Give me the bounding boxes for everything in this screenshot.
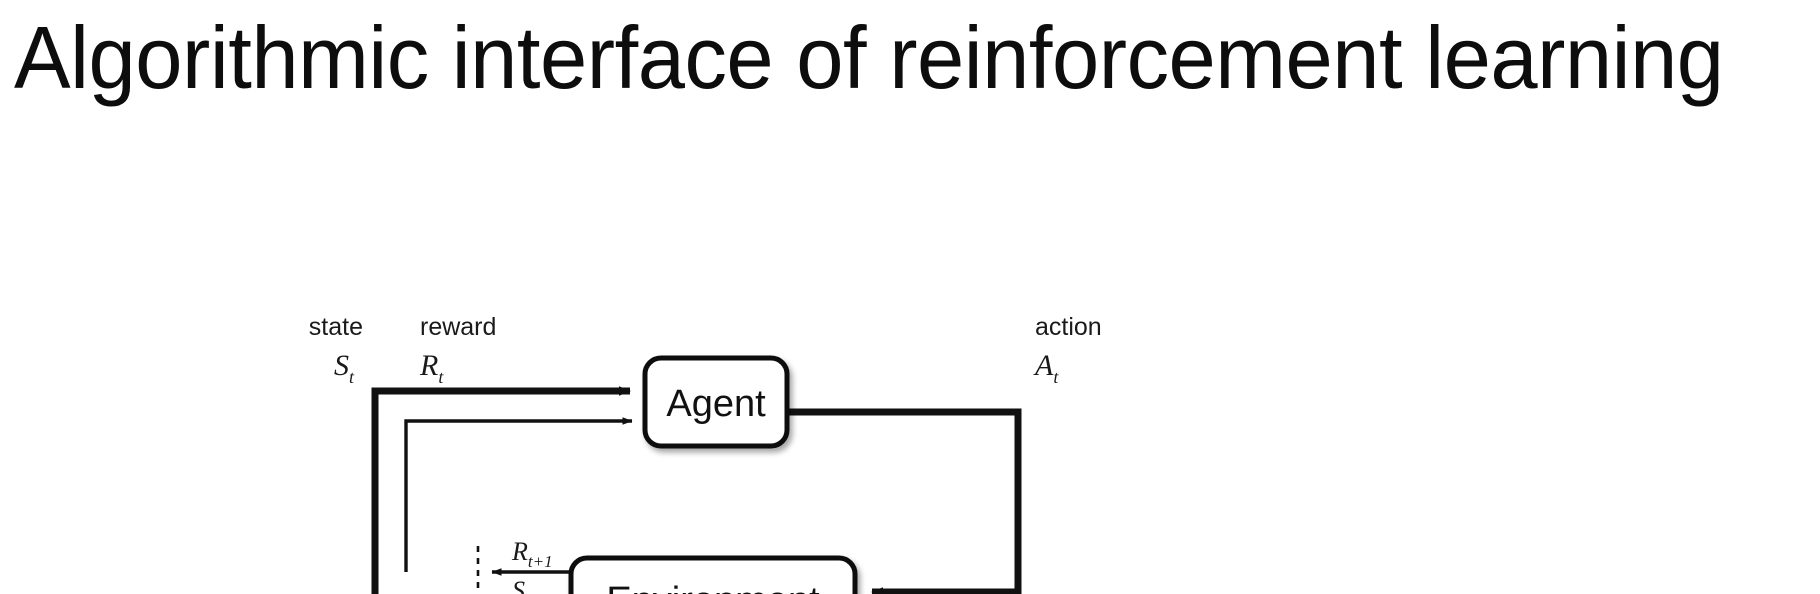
label-action-symbol: A <box>1033 349 1054 382</box>
edge-state-to-agent <box>371 386 631 594</box>
label-state-symbol-group: St <box>334 349 355 387</box>
node-agent-label: Agent <box>666 383 766 425</box>
node-agent[interactable]: Agent <box>642 355 790 449</box>
label-next-reward: Rt+1 <box>511 537 553 571</box>
label-reward: reward Rt <box>419 313 496 387</box>
page-title: Algorithmic interface of reinforcement l… <box>14 8 1724 107</box>
label-action: action At <box>1033 313 1102 387</box>
label-state-symbol: S <box>334 349 349 382</box>
svg-text:St+1: St+1 <box>512 576 550 594</box>
label-next-state-subscript: t+1 <box>525 591 550 594</box>
label-reward-subscript: t <box>438 367 444 387</box>
label-next-reward-symbol: R <box>511 537 528 566</box>
label-action-symbol-group: At <box>1033 349 1059 387</box>
label-reward-symbol: R <box>419 349 438 382</box>
label-action-subscript: t <box>1053 367 1059 387</box>
label-next-state-symbol: S <box>512 576 525 594</box>
label-reward-word: reward <box>420 313 496 341</box>
edge-reward-to-agent <box>404 417 633 572</box>
label-state-subscript: t <box>349 367 355 387</box>
label-next-state: St+1 <box>512 576 550 594</box>
label-reward-symbol-group: Rt <box>419 349 444 387</box>
node-environment-label: Environment <box>606 580 820 594</box>
label-next-reward-subscript: t+1 <box>528 552 553 571</box>
edge-action-to-environment <box>786 408 1022 594</box>
label-action-word: action <box>1035 313 1102 341</box>
label-state-word: state <box>309 313 363 341</box>
label-state: state St <box>309 313 363 387</box>
node-environment[interactable]: Environment <box>568 555 858 594</box>
svg-text:Rt+1: Rt+1 <box>511 537 553 571</box>
rl-loop-diagram: Agent Environment state St reward Rt act… <box>0 150 1820 594</box>
